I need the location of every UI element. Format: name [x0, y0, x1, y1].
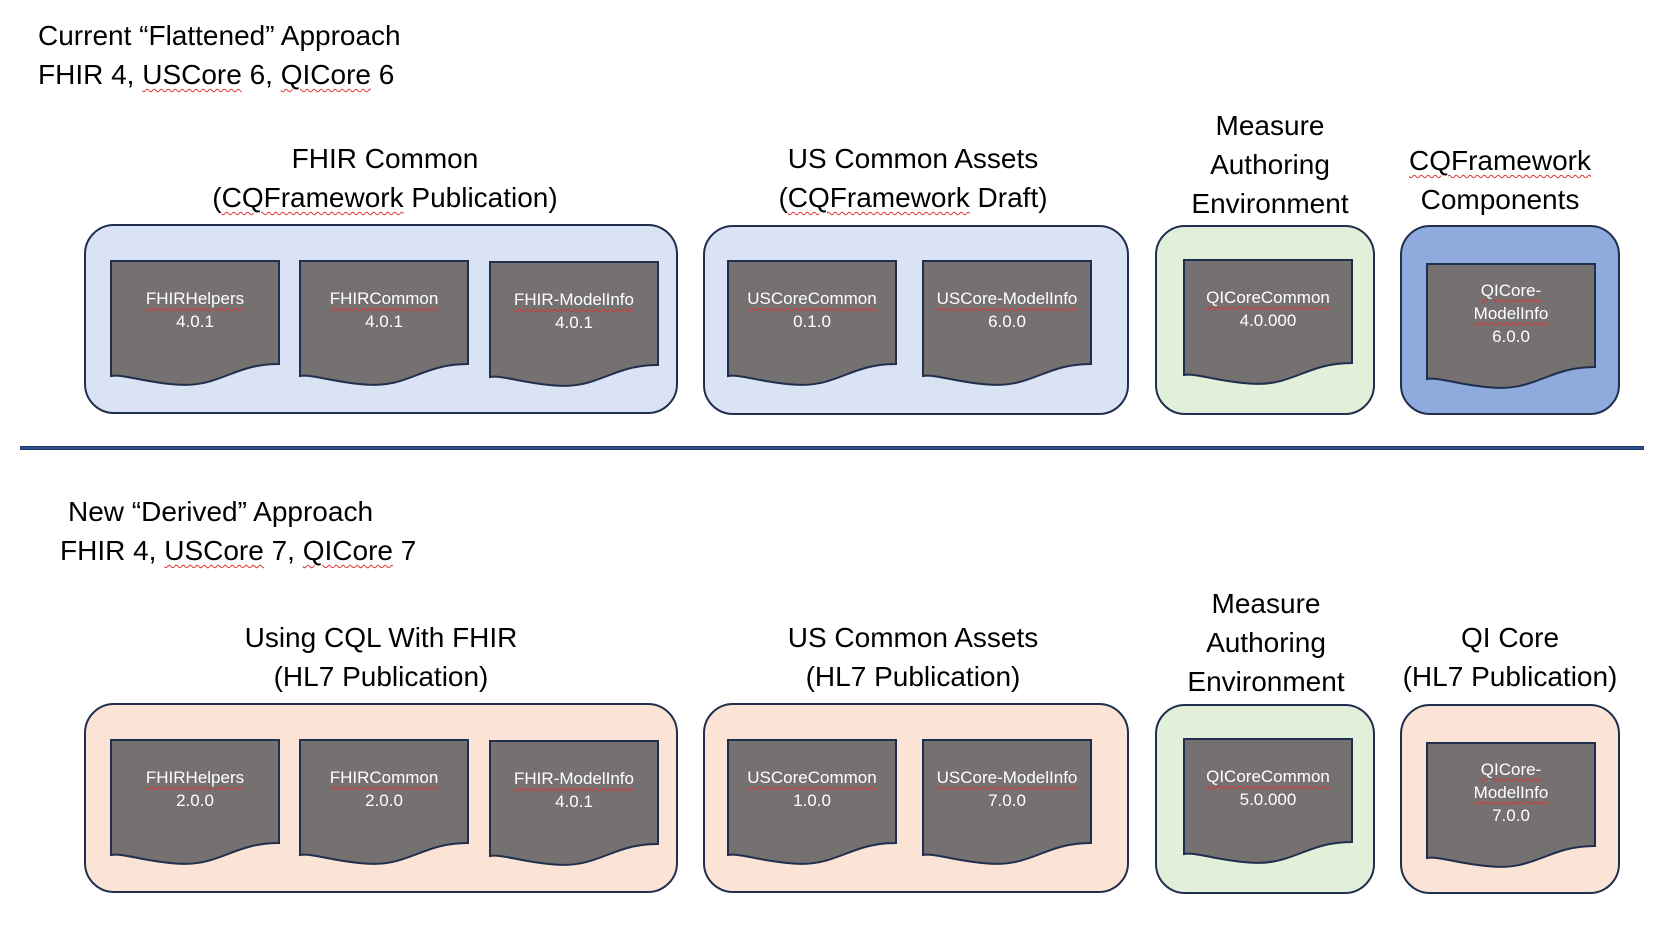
document-shape-icon [489, 740, 659, 866]
group-label-us-common-assets: US Common Assets (CQFramework Draft) [778, 143, 1048, 213]
doc-name: USCoreCommon [747, 289, 877, 308]
library-doc[interactable]: FHIR-ModelInfo 4.0.1 [489, 261, 659, 387]
group-label-qi-core: QI Core (HL7 Publication) [1402, 622, 1618, 692]
doc-version: 7.0.0 [988, 791, 1026, 810]
doc-name: FHIRHelpers [145, 768, 245, 787]
document-shape-icon [727, 739, 897, 865]
library-doc[interactable]: QICore- ModelInfo 6.0.0 [1426, 263, 1596, 389]
group-label-measure-authoring: Measure Authoring Environment [1191, 110, 1349, 219]
library-doc[interactable]: FHIRHelpers 2.0.0 [110, 739, 280, 865]
library-doc[interactable]: QICoreCommon 4.0.000 [1183, 259, 1353, 385]
document-shape-icon [110, 739, 280, 865]
doc-version: 2.0.0 [365, 791, 403, 810]
doc-name-part1: QICore- [1480, 280, 1542, 300]
library-doc[interactable]: FHIRCommon 4.0.1 [299, 260, 469, 386]
document-shape-icon [922, 739, 1092, 865]
document-shape-icon [110, 260, 280, 386]
document-shape-icon [1426, 263, 1596, 389]
heading-title: New “Derived” Approach [68, 496, 374, 527]
doc-name-part2: ModelInfo [1473, 303, 1549, 323]
doc-name: FHIRCommon [329, 289, 439, 308]
doc-version: 4.0.000 [1239, 311, 1297, 330]
library-doc[interactable]: USCore-ModelInfo 7.0.0 [922, 739, 1092, 865]
doc-version: 0.1.0 [793, 312, 831, 331]
library-doc[interactable]: QICore- ModelInfo 7.0.0 [1426, 742, 1596, 868]
doc-version: 4.0.1 [555, 792, 593, 811]
library-doc[interactable]: USCoreCommon 0.1.0 [727, 260, 897, 386]
section-divider [20, 446, 1644, 450]
doc-version: 6.0.0 [988, 312, 1026, 331]
current-approach-heading: Current “Flattened” Approach FHIR 4, USC… [38, 16, 401, 94]
group-label-cqframework-components: CQFramework Components [1408, 145, 1591, 215]
group-label-us-common-assets: US Common Assets (HL7 Publication) [787, 622, 1039, 692]
doc-version: 5.0.000 [1239, 790, 1297, 809]
group-label-fhir-common: FHIR Common (CQFramework Publication) [212, 143, 558, 213]
doc-name: FHIR-ModelInfo [514, 769, 634, 788]
doc-name-part2: ModelInfo [1473, 782, 1549, 802]
doc-version: 1.0.0 [793, 791, 831, 810]
doc-name: USCore-ModelInfo [936, 768, 1078, 787]
document-shape-icon [489, 261, 659, 387]
document-shape-icon [1183, 738, 1353, 864]
document-shape-icon [727, 260, 897, 386]
library-doc[interactable]: FHIRCommon 2.0.0 [299, 739, 469, 865]
doc-version: 2.0.0 [176, 791, 214, 810]
doc-version: 7.0.0 [1492, 805, 1530, 825]
document-shape-icon [299, 739, 469, 865]
document-shape-icon [299, 260, 469, 386]
heading-versions: FHIR 4, USCore 7, QICore 7 [60, 535, 417, 566]
group-label-using-cql-with-fhir: Using CQL With FHIR (HL7 Publication) [244, 622, 518, 692]
doc-name: QICoreCommon [1206, 767, 1330, 786]
doc-name: FHIRHelpers [145, 289, 245, 308]
doc-name: USCoreCommon [747, 768, 877, 787]
doc-name: QICoreCommon [1206, 288, 1330, 307]
doc-version: 4.0.1 [365, 312, 403, 331]
doc-version: 4.0.1 [176, 312, 214, 331]
library-doc[interactable]: FHIR-ModelInfo 4.0.1 [489, 740, 659, 866]
heading-title: Current “Flattened” Approach [38, 20, 401, 51]
library-doc[interactable]: USCoreCommon 1.0.0 [727, 739, 897, 865]
heading-versions: FHIR 4, USCore 6, QICore 6 [38, 59, 395, 90]
doc-name-part1: QICore- [1480, 759, 1542, 779]
document-shape-icon [922, 260, 1092, 386]
library-doc[interactable]: USCore-ModelInfo 6.0.0 [922, 260, 1092, 386]
group-label-measure-authoring: Measure Authoring Environment [1187, 588, 1345, 697]
doc-name: USCore-ModelInfo [936, 289, 1078, 308]
doc-version: 6.0.0 [1492, 326, 1530, 346]
doc-name: FHIRCommon [329, 768, 439, 787]
library-doc[interactable]: QICoreCommon 5.0.000 [1183, 738, 1353, 864]
document-shape-icon [1426, 742, 1596, 868]
doc-name: FHIR-ModelInfo [514, 290, 634, 309]
library-doc[interactable]: FHIRHelpers 4.0.1 [110, 260, 280, 386]
doc-version: 4.0.1 [555, 313, 593, 332]
new-approach-heading: New “Derived” Approach FHIR 4, USCore 7,… [48, 492, 416, 570]
document-shape-icon [1183, 259, 1353, 385]
